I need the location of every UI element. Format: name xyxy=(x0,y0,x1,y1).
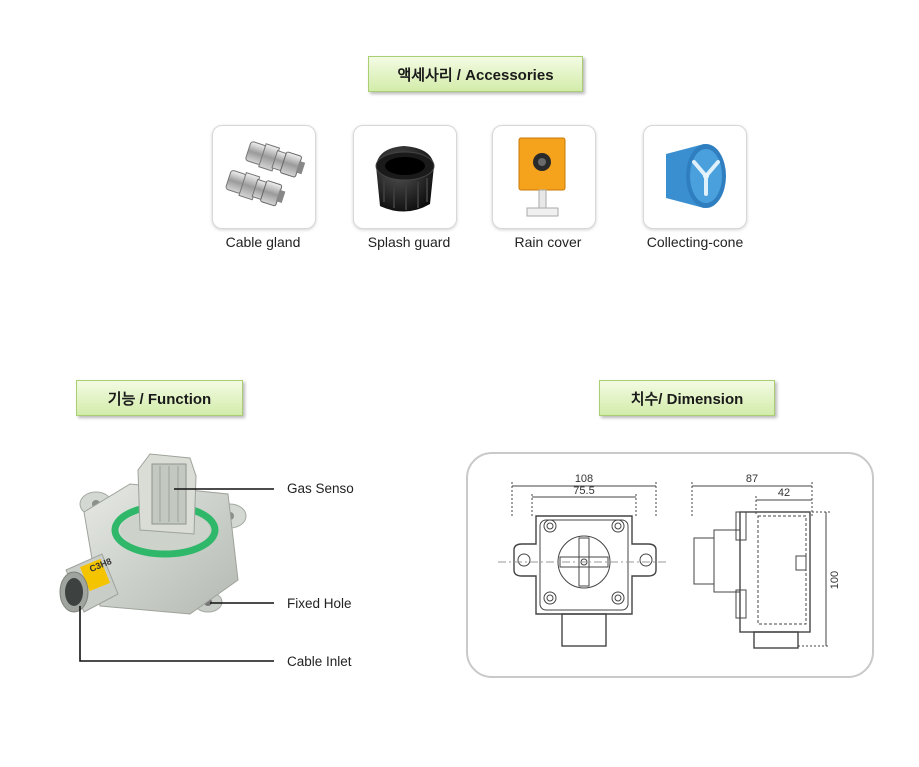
height-label: 100 xyxy=(829,571,841,589)
fixed-hole-callout: Fixed Hole xyxy=(287,596,352,611)
splash-guard-card[interactable] xyxy=(353,125,457,229)
gas-sensor-callout: Gas Senso xyxy=(287,481,354,496)
dimension-drawing: 108 75.5 87 42 100 xyxy=(498,473,841,649)
rain-cover-card[interactable] xyxy=(492,125,596,229)
function-section-title: 기능 / Function xyxy=(76,380,243,416)
dimension-title-text: 치수/ Dimension xyxy=(630,390,744,408)
accessories-section-title: 액세사리 / Accessories xyxy=(368,56,583,92)
splash-guard-label: Splash guard xyxy=(367,234,451,250)
accessories-title-text: 액세사리 / Accessories xyxy=(397,66,554,84)
depth-outer-label: 87 xyxy=(746,473,758,485)
splash-guard-image xyxy=(375,146,435,212)
dimension-drawing-panel: 108 75.5 87 42 100 xyxy=(466,452,874,678)
gas-detector-image xyxy=(59,453,274,662)
width-inner-label: 75.5 xyxy=(573,485,594,497)
collecting-cone-image xyxy=(666,144,726,208)
collecting-cone-card[interactable] xyxy=(643,125,747,229)
depth-inner-label: 42 xyxy=(778,487,790,499)
width-outer-label: 108 xyxy=(575,473,593,485)
dimension-section-title: 치수/ Dimension xyxy=(599,380,775,416)
function-title-text: 기능 / Function xyxy=(107,390,212,408)
cable-gland-label: Cable gland xyxy=(225,234,301,250)
cable-gland-card[interactable] xyxy=(212,125,316,229)
rain-cover-image xyxy=(518,137,566,217)
rain-cover-label: Rain cover xyxy=(514,234,582,250)
cable-gland-image xyxy=(225,141,306,207)
cable-inlet-callout: Cable Inlet xyxy=(287,654,352,669)
collecting-cone-label: Collecting-cone xyxy=(646,234,744,250)
